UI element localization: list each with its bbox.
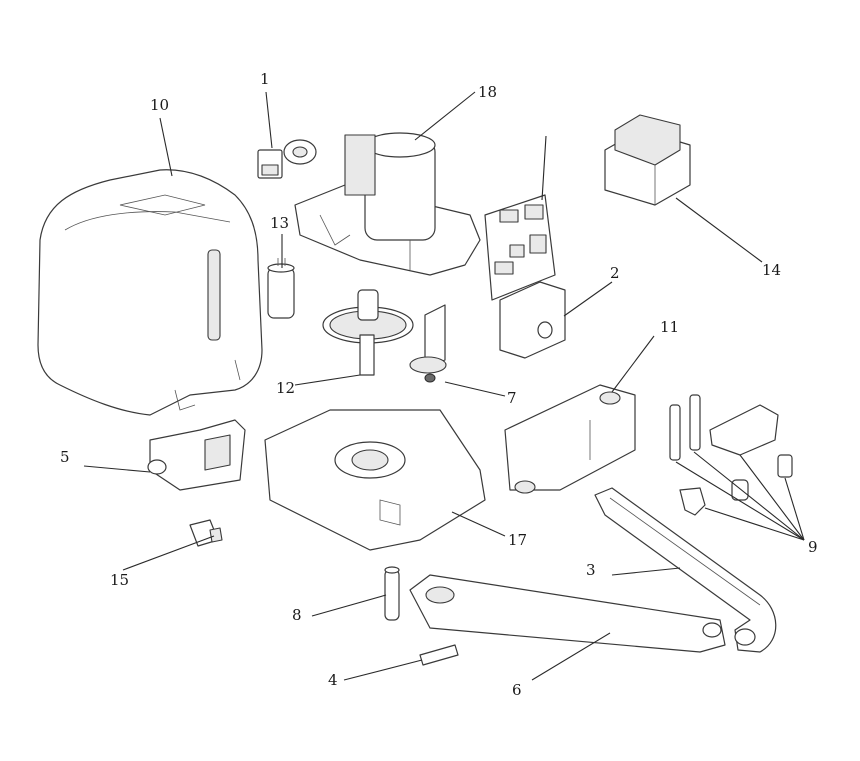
part-pin [384, 566, 400, 621]
callout-12: 12 [276, 379, 295, 397]
part-control-board [484, 194, 556, 301]
part-cover [37, 169, 263, 416]
part-bolts-and-plate [669, 394, 793, 516]
part-arm-curved [594, 487, 777, 653]
callout-15: 15 [110, 571, 129, 589]
callout-9: 9 [808, 538, 818, 556]
callout-7: 7 [507, 389, 517, 407]
part-limit-switch [257, 139, 317, 179]
callout-6: 6 [512, 681, 522, 699]
part-key [189, 519, 223, 547]
part-board-cover [499, 281, 566, 359]
callout-10: 10 [150, 96, 169, 114]
part-worm-shaft [409, 304, 447, 383]
part-transformer [604, 114, 691, 206]
part-mounting-bracket [504, 384, 636, 494]
callout-13: 13 [270, 214, 289, 232]
part-release-handle [147, 419, 246, 491]
callout-4: 4 [328, 671, 338, 689]
callout-17: 17 [508, 531, 527, 549]
callout-2: 2 [610, 264, 620, 282]
part-gear-shaft [322, 289, 414, 376]
callout-1: 1 [260, 70, 270, 88]
leader-lines [83, 91, 805, 681]
part-motor-assembly [294, 132, 481, 276]
part-base-plate [264, 409, 486, 551]
callout-3: 3 [586, 561, 596, 579]
callout-11: 11 [660, 318, 679, 336]
part-capacitor [267, 258, 295, 319]
callout-8: 8 [292, 606, 302, 624]
part-fuse [419, 644, 459, 666]
callout-14: 14 [762, 261, 781, 279]
part-arm-straight [409, 574, 726, 653]
callout-18: 18 [478, 83, 497, 101]
callout-5: 5 [60, 448, 70, 466]
